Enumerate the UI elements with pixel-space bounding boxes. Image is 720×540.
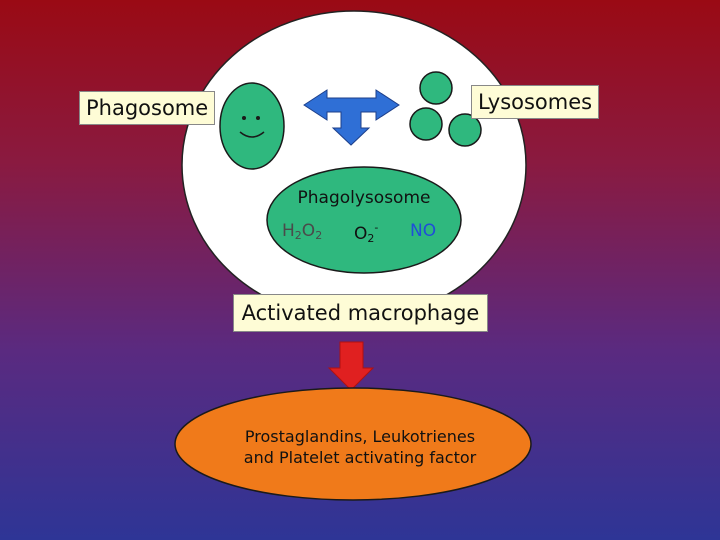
products-line-2: and Platelet activating factor bbox=[243, 448, 477, 467]
superoxide-formula: O2- bbox=[354, 221, 378, 245]
lysosome-group bbox=[409, 71, 482, 147]
smiley-eye-left bbox=[242, 116, 246, 120]
down-arrow-icon bbox=[327, 341, 375, 391]
fusion-arrow-icon bbox=[303, 89, 400, 146]
superoxide-o: O bbox=[354, 224, 368, 244]
smiley-eye-right bbox=[256, 116, 260, 120]
h2o2-sub2: 2 bbox=[315, 229, 323, 242]
products-text: Prostaglandins, Leukotrienes and Platele… bbox=[210, 426, 510, 468]
phagosome-vesicle bbox=[219, 82, 285, 170]
lysosome bbox=[409, 107, 443, 141]
hydrogen-peroxide-formula: H2O2 bbox=[282, 221, 322, 242]
h2o2-sub1: 2 bbox=[294, 229, 302, 242]
phagosome-label: Phagosome bbox=[79, 91, 216, 125]
lysosomes-label: Lysosomes bbox=[471, 85, 600, 119]
h2o2-o: O bbox=[301, 221, 316, 241]
activated-macrophage-label: Activated macrophage bbox=[233, 294, 488, 332]
products-line-1: Prostaglandins, Leukotrienes bbox=[244, 427, 476, 446]
h2o2-h: H bbox=[282, 221, 295, 241]
superoxide-charge: - bbox=[374, 221, 379, 234]
lysosome bbox=[448, 113, 482, 147]
lysosome bbox=[419, 71, 453, 105]
smiley-mouth bbox=[239, 131, 265, 138]
nitric-oxide-formula: NO bbox=[410, 221, 437, 241]
phagolysosome-vesicle bbox=[266, 166, 462, 274]
superoxide-sub: 2 bbox=[367, 232, 375, 245]
phagolysosome-label: Phagolysosome bbox=[297, 188, 431, 208]
products-ellipse bbox=[174, 387, 532, 501]
